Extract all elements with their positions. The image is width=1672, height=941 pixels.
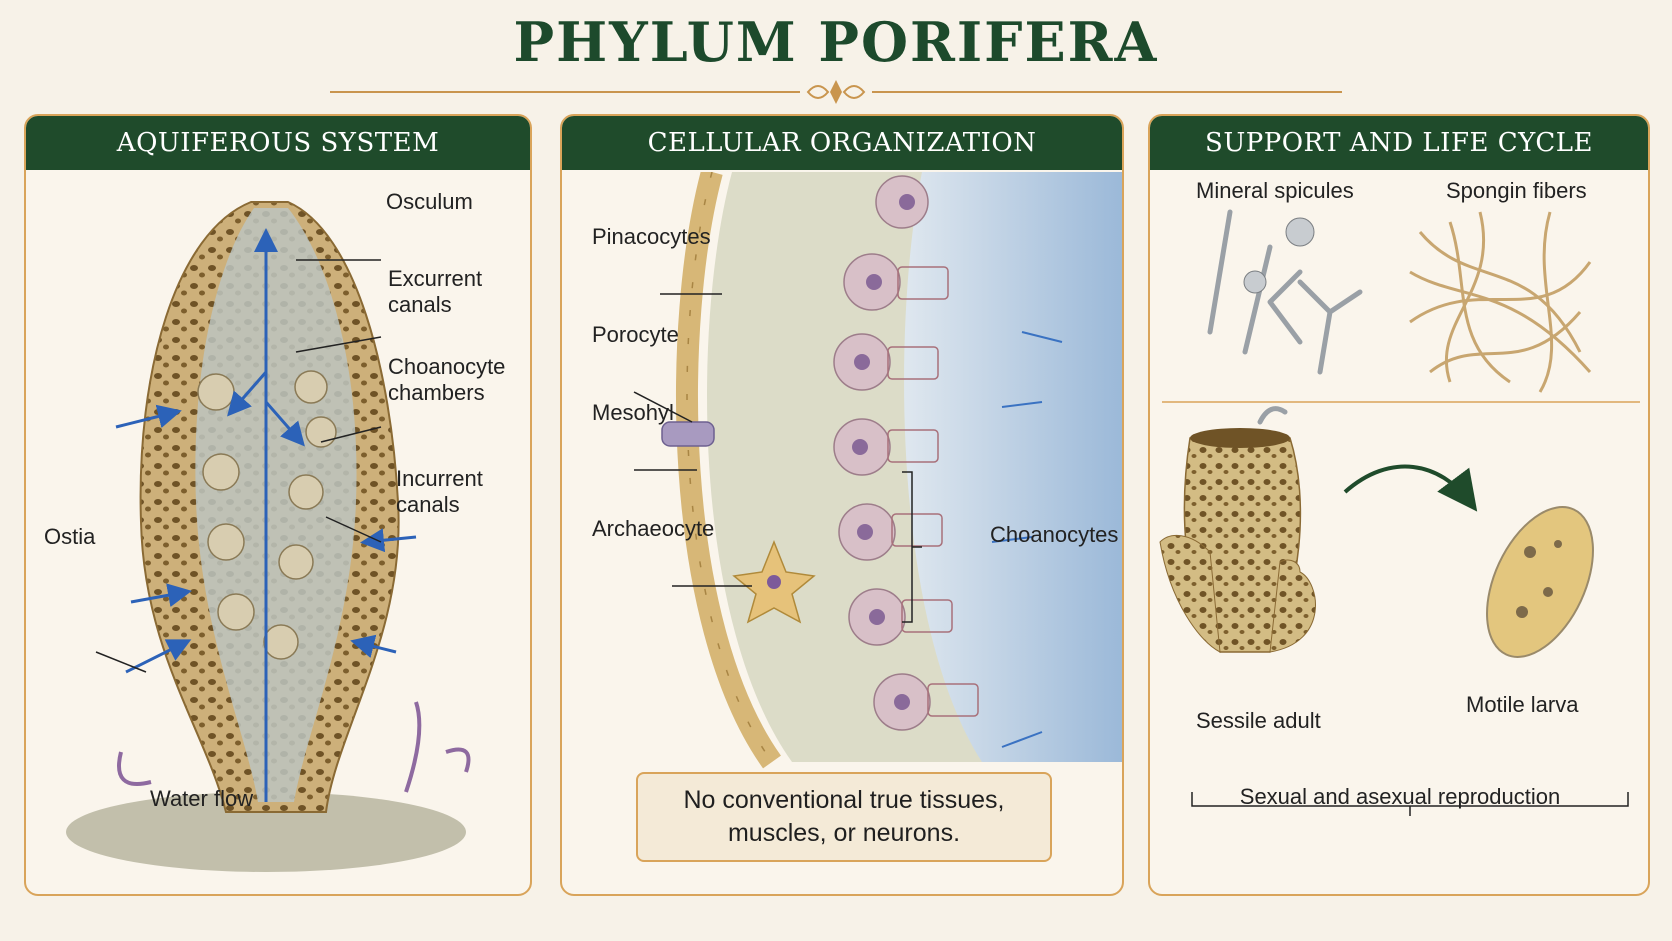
note-line-2: muscles, or neurons. <box>727 819 961 847</box>
water-flow-legend: Water flow <box>150 786 254 811</box>
reproduction-label: Sexual and asexual reproduction <box>1239 784 1561 809</box>
motile-larva-label: Motile larva <box>1466 692 1579 717</box>
incurrent-label-line1: Incurrent <box>396 466 483 491</box>
page-title: PHYLUM PORIFERA <box>513 10 1159 74</box>
title-ornament <box>330 80 1342 104</box>
ostia-label: Ostia <box>44 524 96 549</box>
lifecycle-arrow <box>1343 464 1478 512</box>
reproduction-bracket <box>1191 792 1629 816</box>
cellular-panel: CELLULAR ORGANIZATION <box>560 114 1124 896</box>
excurrent-label-line2: canals <box>388 292 452 317</box>
mineral-spicules <box>1207 209 1363 425</box>
excurrent-label-line1: Excurrent <box>388 266 483 291</box>
spongin-fibers <box>1409 211 1592 393</box>
porocyte-label: Porocyte <box>592 322 679 347</box>
choanocyte-chambers-label-line1: Choanocyte <box>388 354 506 379</box>
note-box: No conventional true tissues, muscles, o… <box>636 772 1052 862</box>
cell-layer-illustration <box>633 172 1122 769</box>
note-line-1: No conventional true tissues, <box>683 786 1005 814</box>
spongin-fibers-label: Spongin fibers <box>1446 178 1587 203</box>
osculum-label: Osculum <box>386 189 473 214</box>
incurrent-label-line2: canals <box>396 492 460 517</box>
sponge-cross-section-illustration <box>66 201 471 872</box>
panel-heading: AQUIFEROUS SYSTEM <box>26 116 530 170</box>
pinacocytes-label: Pinacocytes <box>592 224 711 249</box>
archaeocyte-label: Archaeocyte <box>592 516 715 541</box>
choanocyte-chambers-label-line2: chambers <box>388 380 485 405</box>
aquiferous-panel: AQUIFEROUS SYSTEM <box>24 114 532 896</box>
sessile-adult-label: Sessile adult <box>1196 708 1321 733</box>
support-lifecycle-illustration <box>1159 209 1640 816</box>
mesohyl-label: Mesohyl <box>592 400 674 425</box>
panel-heading: SUPPORT AND LIFE CYCLE <box>1150 116 1648 170</box>
mineral-spicules-label: Mineral spicules <box>1196 178 1354 203</box>
panel-heading: CELLULAR ORGANIZATION <box>562 116 1122 170</box>
motile-larva <box>1486 506 1594 658</box>
choanocytes-label: Choanocytes <box>990 522 1119 547</box>
support-panel: SUPPORT AND LIFE CYCLE <box>1148 114 1650 896</box>
